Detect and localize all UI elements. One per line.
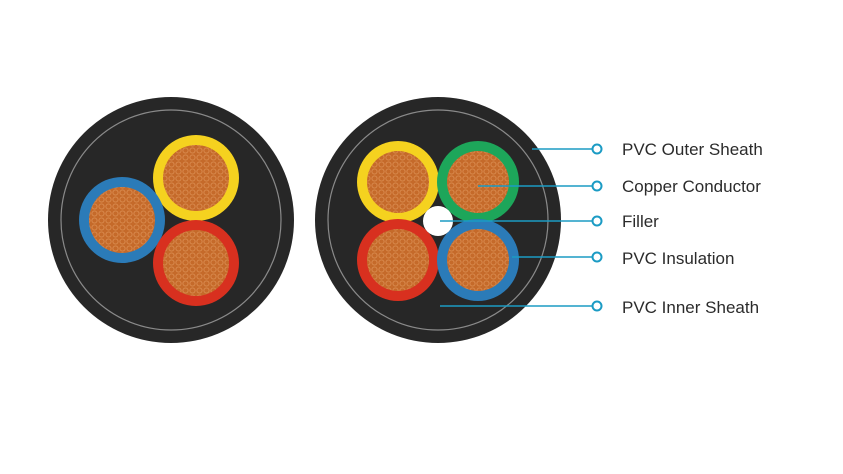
leader-dot-filler [591,215,603,227]
inner-sheath-ring-left [60,109,282,331]
leader-lines [440,148,592,307]
conductor-red [163,230,229,296]
label-pvc-insulation: PVC Insulation [622,249,734,268]
leader-dot-copper-conductor [591,180,603,192]
core-red-right [357,219,439,301]
conductor-yellow [163,145,229,211]
callout-labels: PVC Outer Sheath Copper Conductor Filler… [622,140,763,317]
label-copper-conductor: Copper Conductor [622,177,761,196]
core-blue-left [79,177,165,263]
conductor-yellow [367,151,429,213]
leader-dot-outer-sheath [591,143,603,155]
conductor-red [367,229,429,291]
leader-end-dots [591,143,603,312]
core-blue-right [437,219,519,301]
conductor-blue [89,187,155,253]
leader-dot-insulation [591,251,603,263]
core-green-right [437,141,519,223]
core-red-left [153,220,239,306]
conductor-blue [447,229,509,291]
label-pvc-inner-sheath: PVC Inner Sheath [622,298,759,317]
conductor-green [447,151,509,213]
inner-sheath-ring-right [327,109,549,331]
three-core-cable [48,97,294,343]
label-filler: Filler [622,212,659,231]
core-yellow-left [153,135,239,221]
filler [423,206,453,236]
four-core-cable [315,97,561,343]
core-yellow-right [357,141,439,223]
leader-dot-inner-sheath [591,300,603,312]
label-pvc-outer-sheath: PVC Outer Sheath [622,140,763,159]
